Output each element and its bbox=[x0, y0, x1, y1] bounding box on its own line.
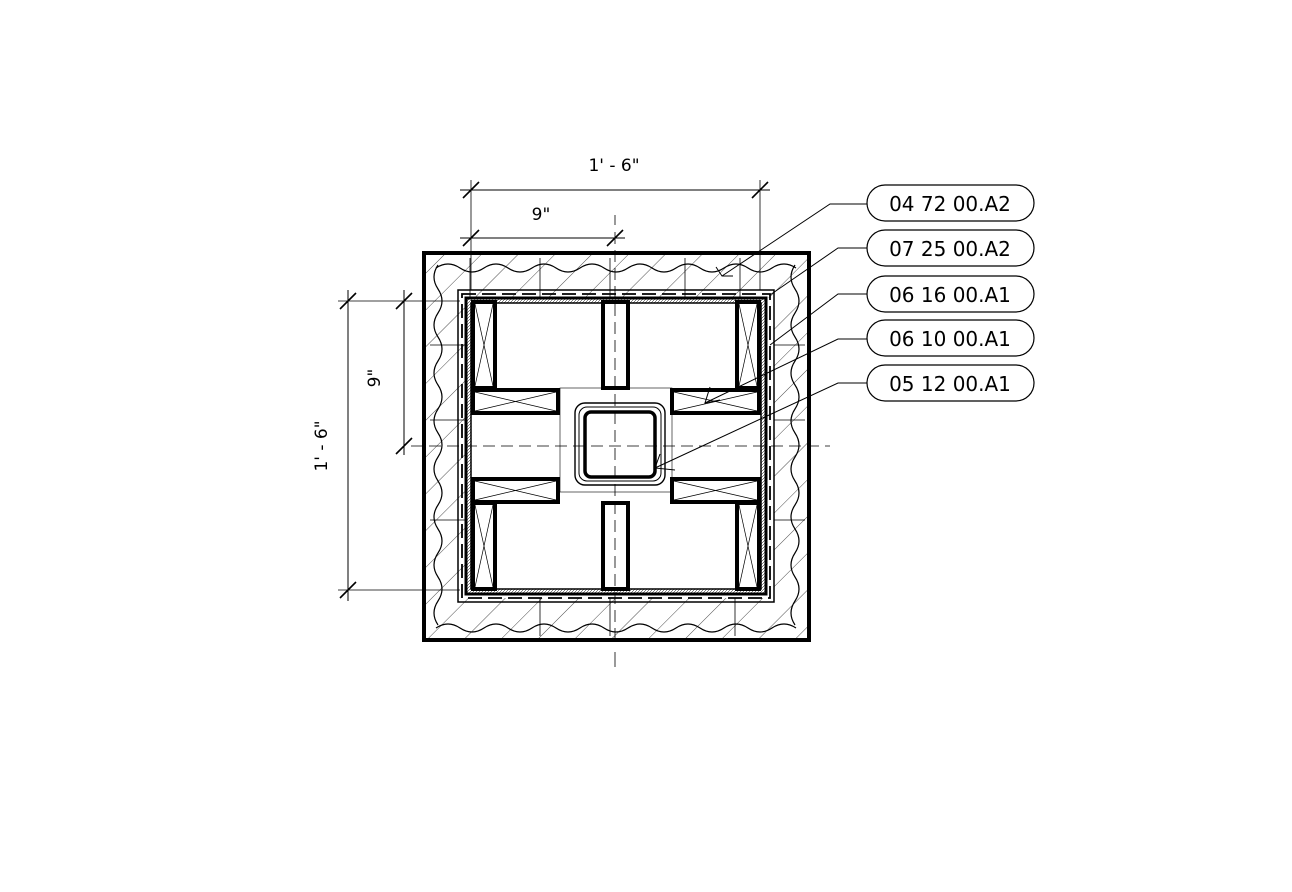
stud-top-right bbox=[735, 300, 761, 390]
keynote-code-2: 07 25 00.A2 bbox=[889, 237, 1011, 261]
keynote-leaders bbox=[654, 203, 867, 471]
dimension-half-height: 9" bbox=[365, 290, 413, 455]
keynote-tag-5: 05 12 00.A1 bbox=[866, 364, 1035, 402]
block-right-top bbox=[670, 388, 761, 415]
keynote-code-5: 05 12 00.A1 bbox=[889, 372, 1011, 396]
dimension-label-overall-width: 1' - 6" bbox=[588, 156, 639, 176]
stud-bottom-left bbox=[471, 501, 497, 591]
center-lines bbox=[411, 215, 830, 667]
stud-bottom-right bbox=[735, 501, 761, 591]
dimension-overall-width: 1' - 6" bbox=[460, 156, 770, 290]
stud-top-left bbox=[471, 300, 497, 390]
wood-framing bbox=[471, 300, 761, 591]
steel-column bbox=[559, 387, 673, 493]
keynote-code-4: 06 10 00.A1 bbox=[889, 327, 1011, 351]
keynote-tag-3: 06 16 00.A1 bbox=[866, 275, 1035, 313]
dimension-label-overall-height: 1' - 6" bbox=[312, 420, 332, 471]
keynote-code-1: 04 72 00.A2 bbox=[889, 192, 1011, 216]
dimension-label-half-height: 9" bbox=[365, 369, 385, 388]
keynote-code-3: 06 16 00.A1 bbox=[889, 283, 1011, 307]
block-left-bottom bbox=[471, 477, 560, 504]
dimension-label-half-width: 9" bbox=[532, 205, 551, 225]
block-left-top bbox=[471, 388, 560, 415]
keynote-tag-1: 04 72 00.A2 bbox=[866, 184, 1035, 222]
block-right-bottom bbox=[670, 477, 761, 504]
dimension-overall-height: 1' - 6" bbox=[312, 290, 460, 601]
keynote-tag-4: 06 10 00.A1 bbox=[866, 319, 1035, 357]
keynote-tag-2: 07 25 00.A2 bbox=[866, 229, 1035, 267]
dimension-half-width: 9" bbox=[460, 205, 625, 247]
